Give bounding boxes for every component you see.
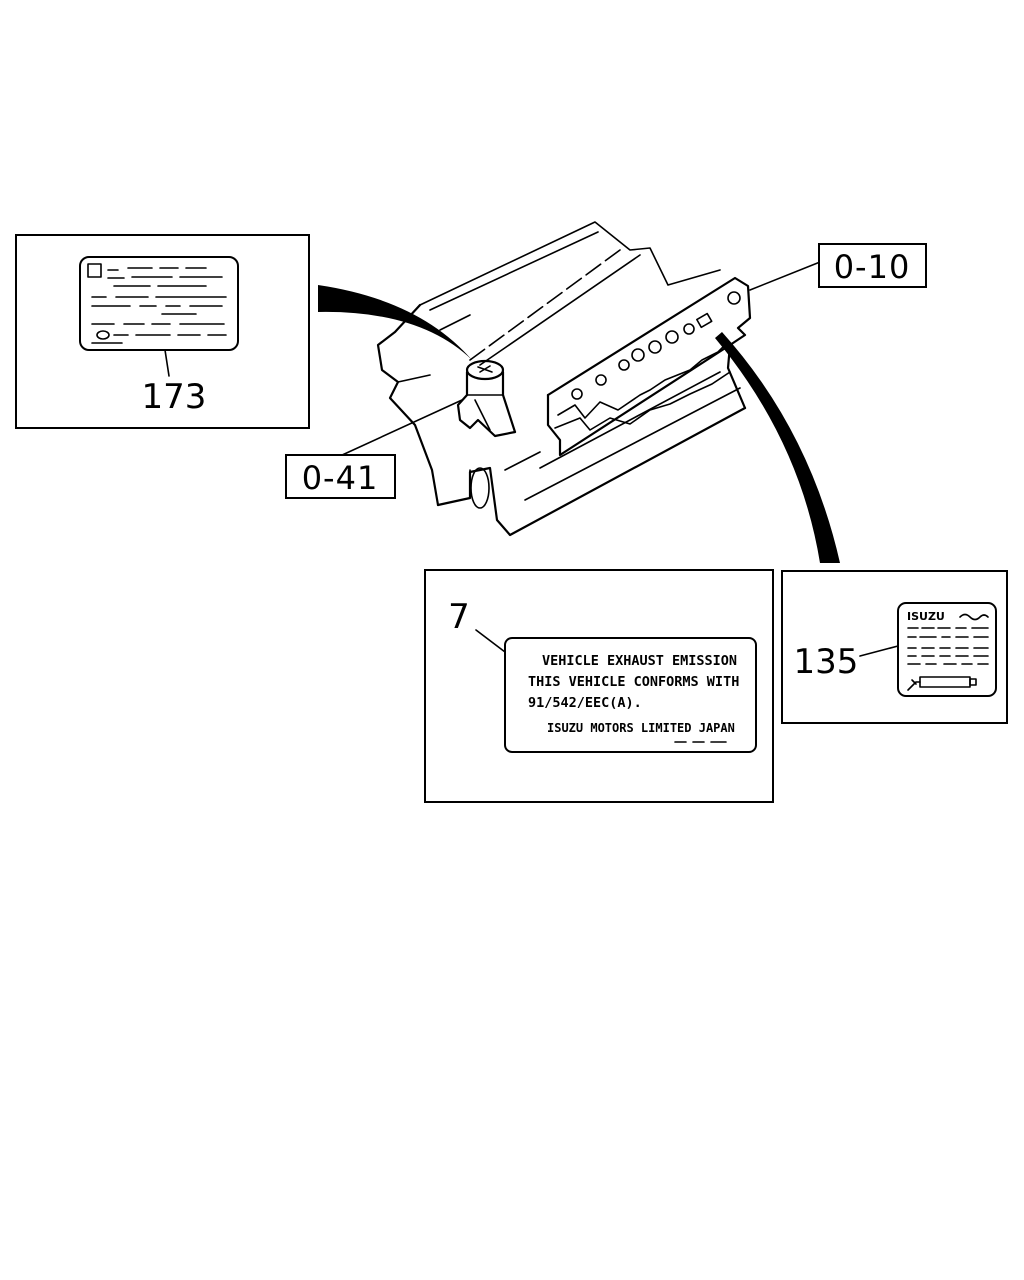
brand-logo-text: ISUZU — [907, 610, 945, 623]
pointer-swoosh-left — [318, 285, 472, 360]
callout-135: 135 — [794, 642, 859, 682]
leader-line-0-10 — [749, 261, 821, 291]
small-label-plate — [897, 602, 997, 697]
emission-label-line-2: THIS VEHICLE CONFORMS WITH — [528, 674, 739, 690]
reference-0-41-text: 0-41 — [302, 459, 379, 497]
reference-box-0-10[interactable]: 0-10 — [818, 243, 927, 288]
callout-173: 173 — [142, 377, 207, 417]
engine-block-drawing — [376, 221, 752, 537]
detail-box-7: 7 VEHICLE EXHAUST EMISSION THIS VEHICLE … — [424, 569, 774, 803]
pointer-swoosh-right — [715, 332, 840, 563]
emission-label-line-3: 91/542/EEC(A). — [528, 695, 642, 711]
detail-box-135: 135 ISUZU — [781, 570, 1008, 724]
callout-7: 7 — [448, 597, 470, 637]
reference-0-10-text: 0-10 — [834, 248, 911, 286]
small-label-text-lines — [907, 627, 989, 665]
reference-box-0-41[interactable]: 0-41 — [285, 454, 396, 499]
label-text-lines — [91, 267, 227, 344]
detail-box-173: 173 — [15, 234, 310, 429]
leader-line-0-41 — [339, 399, 463, 457]
emission-label-plate — [504, 637, 757, 753]
emission-label-line-1: VEHICLE EXHAUST EMISSION — [542, 653, 737, 669]
warning-label-plate — [79, 256, 239, 351]
battery-icon — [907, 676, 977, 691]
emission-label-line-4: ISUZU MOTORS LIMITED JAPAN — [547, 721, 735, 735]
